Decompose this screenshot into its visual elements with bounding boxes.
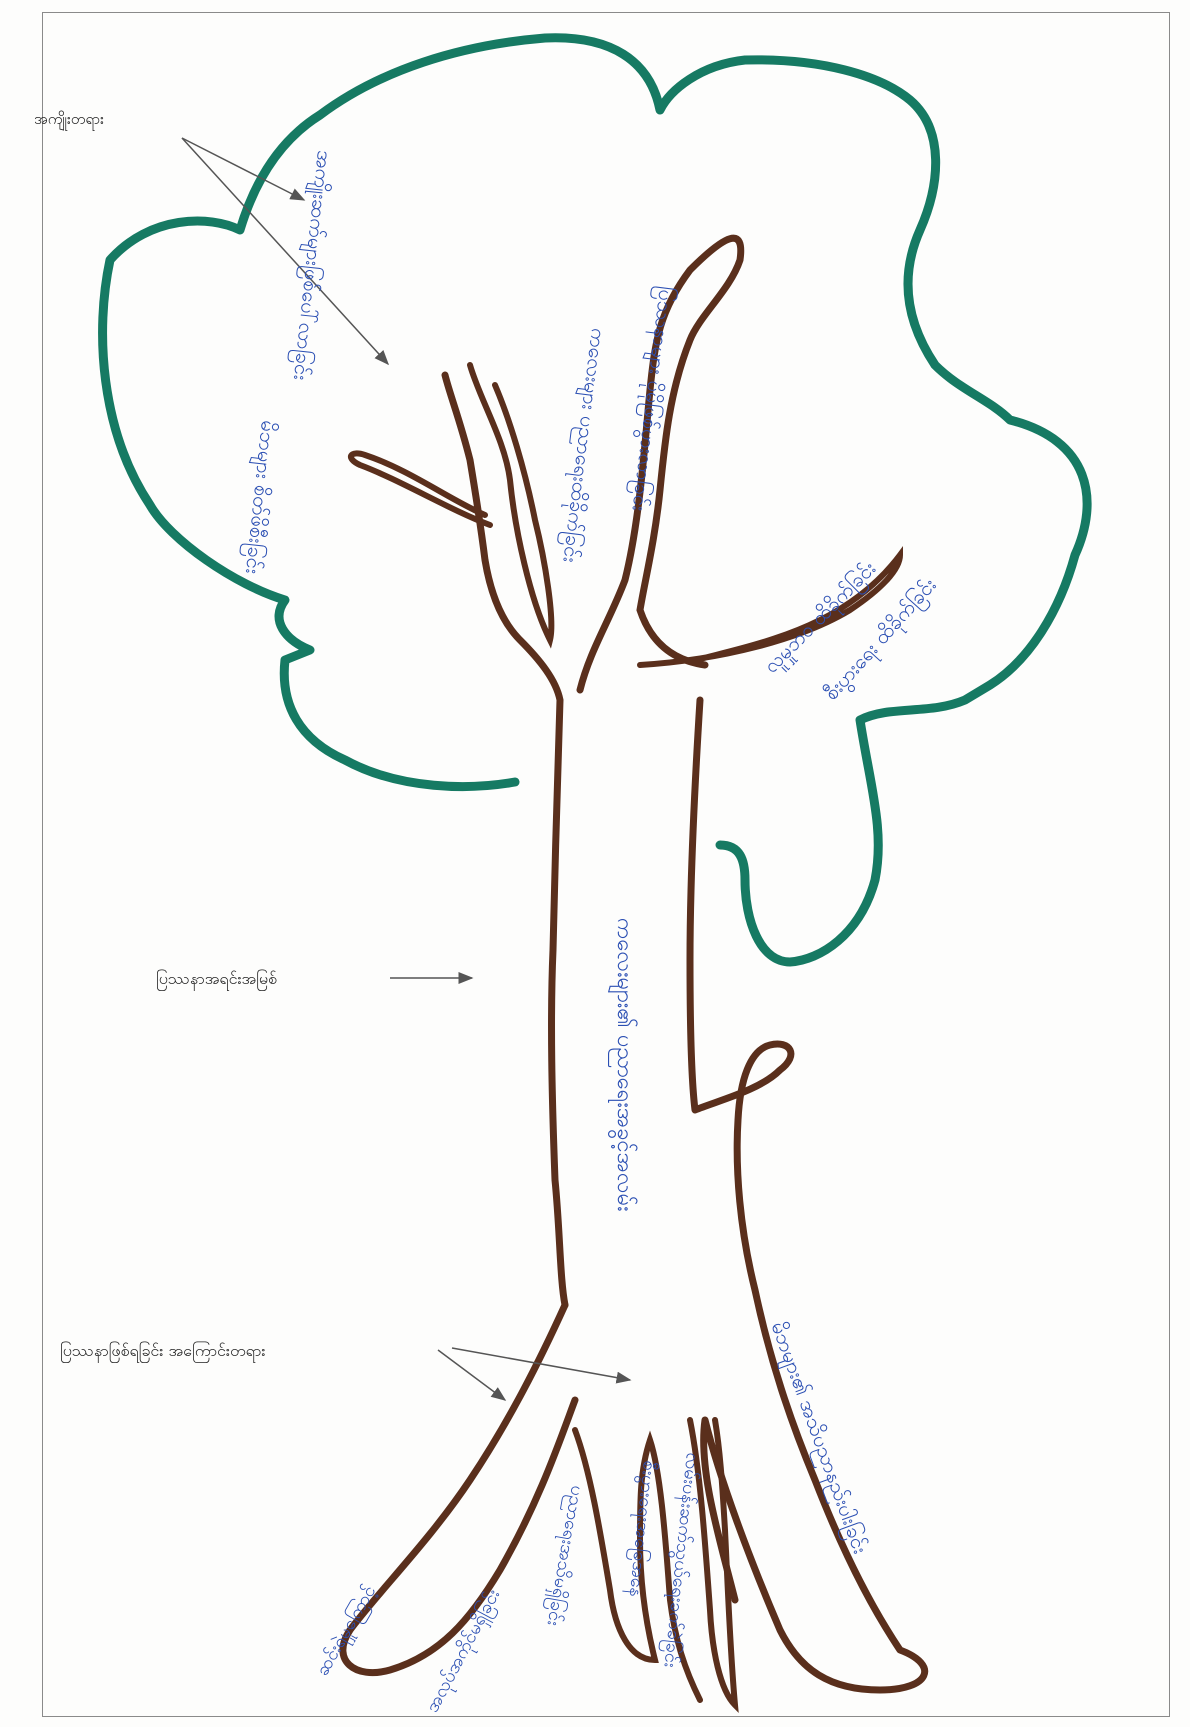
trunk-text: ကလေးများ၏ ပညာရေးအခွင့်အလမ်း	[607, 918, 640, 1212]
effects-label: အကျိုးတရား	[34, 110, 104, 132]
causes-arrow-1	[438, 1350, 505, 1400]
effects-arrow-2	[182, 138, 388, 364]
causes-label: ပြဿနာဖြစ်ရခြင်း အကြောင်းတရား	[60, 1340, 265, 1364]
core-problem-label: ပြဿနာအရင်းအမြစ်	[156, 968, 277, 992]
left-inner-branch	[470, 365, 551, 640]
